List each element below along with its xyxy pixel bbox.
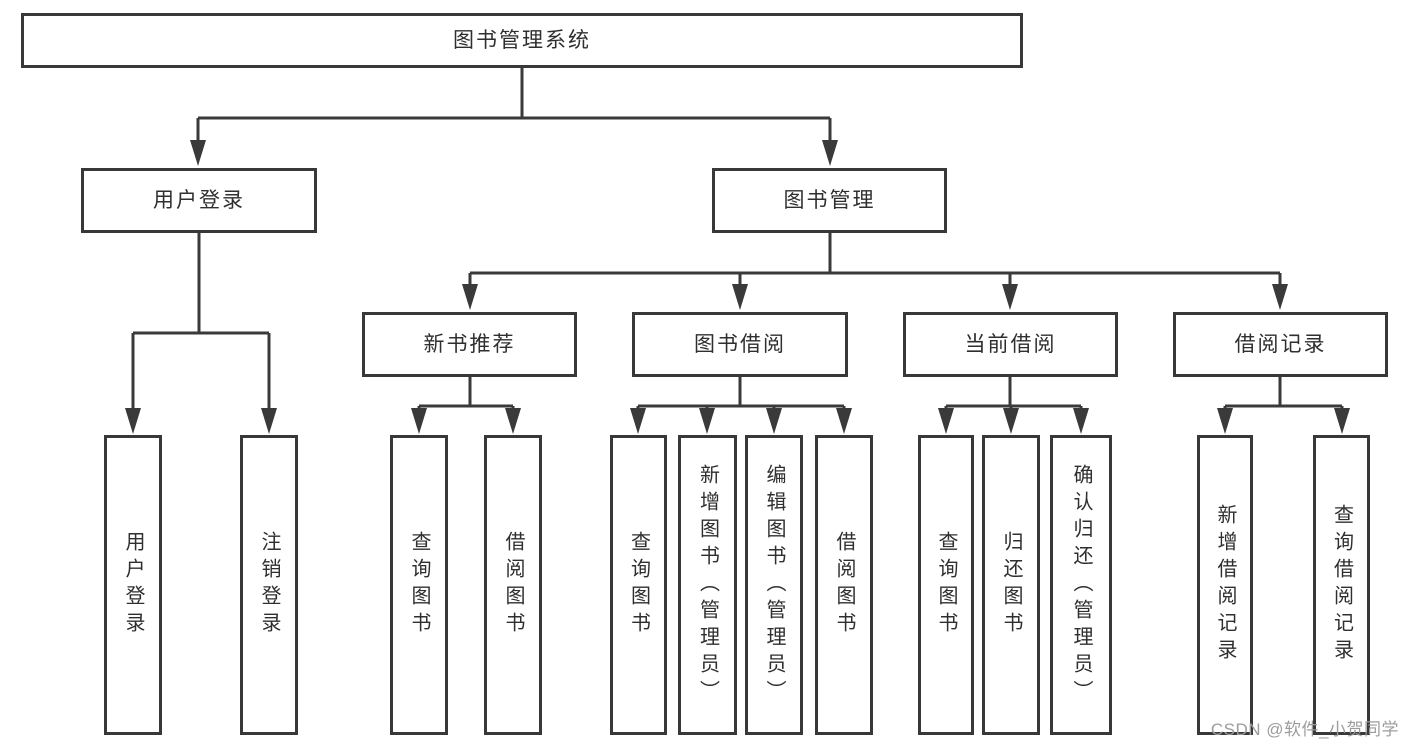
leaf-add-books-admin: 新增图书（管理员） xyxy=(678,435,737,735)
node-borrow-records: 借阅记录 xyxy=(1173,312,1388,377)
connector-userlogin-to-leaves xyxy=(131,233,271,418)
node-label: 用户登录 xyxy=(153,189,245,212)
arrowhead xyxy=(630,408,646,434)
node-label: 用户登录 xyxy=(122,531,144,639)
node-root-system: 图书管理系统 xyxy=(21,13,1023,68)
arrowhead xyxy=(1003,408,1019,434)
arrowhead xyxy=(699,408,715,434)
leaf-user-login: 用户登录 xyxy=(104,435,162,735)
csdn-watermark: CSDN @软件_小贺同学 xyxy=(1210,720,1399,739)
node-label: 查询借阅记录 xyxy=(1330,504,1353,666)
leaf-query-books-current: 查询图书 xyxy=(918,435,974,735)
leaf-return-books: 归还图书 xyxy=(982,435,1040,735)
node-label: 查询图书 xyxy=(627,531,650,639)
arrowhead xyxy=(125,408,141,434)
arrowhead xyxy=(822,140,838,166)
node-label: 图书管理 xyxy=(783,189,876,212)
node-new-book-recommend: 新书推荐 xyxy=(362,312,577,377)
leaf-query-borrow-record: 查询借阅记录 xyxy=(1313,435,1370,735)
leaf-add-borrow-record: 新增借阅记录 xyxy=(1197,435,1253,735)
node-label: 查询图书 xyxy=(935,531,957,639)
arrowhead xyxy=(411,408,427,434)
node-label: 确认归还（管理员） xyxy=(1070,463,1092,707)
arrowhead xyxy=(766,408,782,434)
node-user-login: 用户登录 xyxy=(81,168,317,233)
leaf-borrow-books: 借阅图书 xyxy=(815,435,873,735)
connector-bookmgmt-to-level3 xyxy=(468,233,1282,295)
leaf-borrow-books-recommend: 借阅图书 xyxy=(484,435,542,735)
node-label: 当前借阅 xyxy=(964,333,1057,356)
connector-records-to-leaves xyxy=(1223,377,1344,420)
arrowhead xyxy=(462,284,478,310)
arrowhead xyxy=(190,140,206,166)
node-label: 图书管理系统 xyxy=(453,29,591,52)
node-label: 借阅图书 xyxy=(833,531,855,639)
node-label: 查询图书 xyxy=(408,531,430,639)
arrowhead xyxy=(505,408,521,434)
leaf-query-books-recommend: 查询图书 xyxy=(390,435,448,735)
node-label: 归还图书 xyxy=(1000,531,1022,639)
connector-root-to-level2 xyxy=(196,68,832,150)
arrowhead xyxy=(732,284,748,310)
arrowhead xyxy=(1002,284,1018,310)
arrowhead xyxy=(938,408,954,434)
leaf-query-books-borrow: 查询图书 xyxy=(610,435,667,735)
leaf-logout: 注销登录 xyxy=(240,435,298,735)
arrowhead xyxy=(261,408,277,434)
arrowhead xyxy=(1334,408,1350,434)
node-label: 新增图书（管理员） xyxy=(696,463,719,707)
connector-borrow-to-leaves xyxy=(636,377,846,420)
leaf-edit-books-admin: 编辑图书（管理员） xyxy=(745,435,803,735)
arrowhead xyxy=(1073,408,1089,434)
node-label: 新增借阅记录 xyxy=(1214,504,1236,666)
node-book-borrow: 图书借阅 xyxy=(632,312,848,377)
arrowhead xyxy=(1272,284,1288,310)
arrowhead xyxy=(1217,408,1233,434)
node-label: 借阅记录 xyxy=(1234,333,1327,356)
arrowhead xyxy=(836,408,852,434)
node-label: 注销登录 xyxy=(258,531,280,639)
connector-newbooks-to-leaves xyxy=(417,377,515,420)
node-current-borrow: 当前借阅 xyxy=(903,312,1118,377)
node-label: 图书借阅 xyxy=(694,333,786,356)
node-label: 编辑图书（管理员） xyxy=(763,463,785,707)
node-label: 借阅图书 xyxy=(502,531,524,639)
arrowheads xyxy=(125,140,1350,434)
node-book-management: 图书管理 xyxy=(712,168,947,233)
node-label: 新书推荐 xyxy=(423,333,516,356)
leaf-confirm-return-admin: 确认归还（管理员） xyxy=(1050,435,1112,735)
